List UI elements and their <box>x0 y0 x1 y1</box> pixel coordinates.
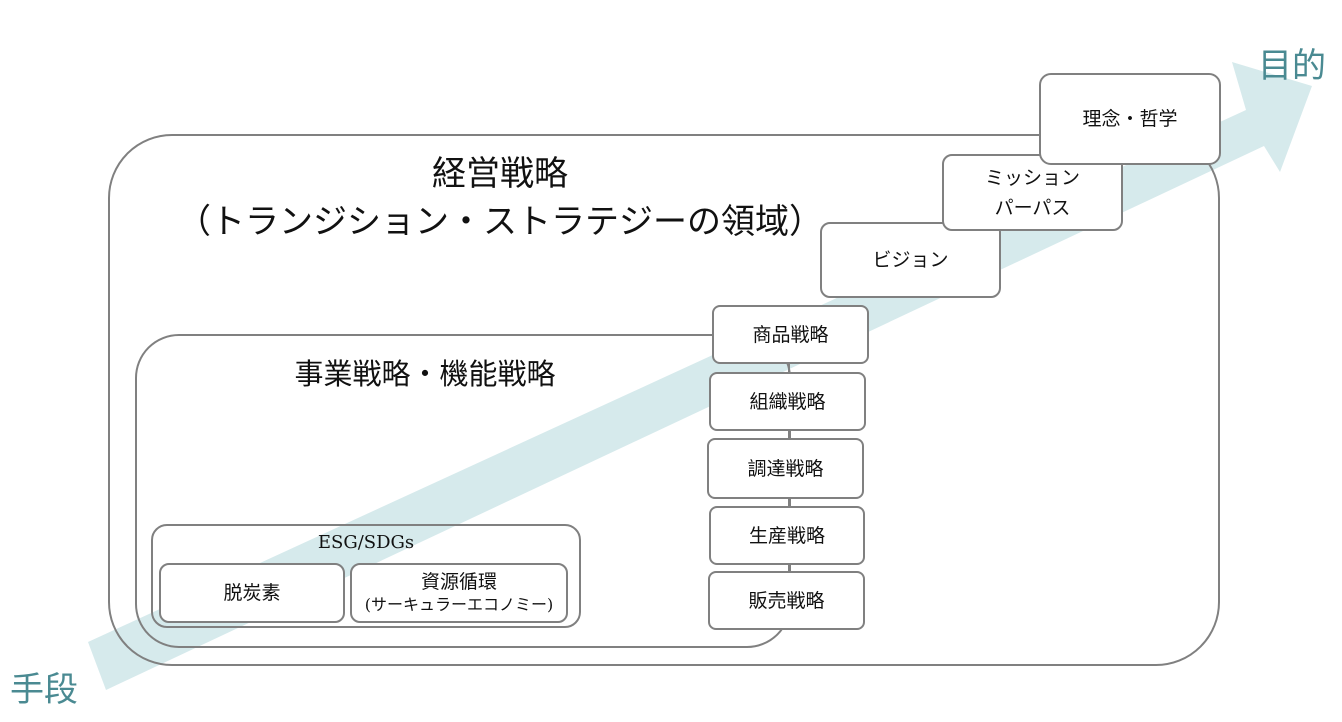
arrow-shape <box>88 62 1312 690</box>
means-label: 手段 <box>10 670 78 710</box>
philosophy-label: 理念・哲学 <box>1082 108 1178 130</box>
functional-strategy-label: 生産戦略 <box>748 524 825 547</box>
ends-label: 目的 <box>1258 46 1326 86</box>
philosophy-box: 理念・哲学 <box>1039 73 1221 165</box>
management-strategy-title-line2: （トランジション・ストラテジーの領域） <box>177 202 823 242</box>
management-strategy-title: 経営戦略 （トランジション・ストラテジーの領域） <box>150 150 850 246</box>
functional-strategy-label: 調達戦略 <box>747 457 824 480</box>
vision-label: ビジョン <box>872 249 949 271</box>
vision-box: ビジョン <box>820 222 1001 298</box>
functional-strategy-label: 販売戦略 <box>748 589 825 612</box>
esg-sdgs-box <box>151 524 581 628</box>
resource-circulation-box: 資源循環 (サーキュラーエコノミー) <box>350 563 568 623</box>
functional-strategy-box-product: 商品戦略 <box>712 305 869 364</box>
functional-strategy-label: 商品戦略 <box>752 323 829 346</box>
functional-strategy-label: 組織戦略 <box>749 390 826 413</box>
purpose-label: パーパス <box>994 196 1071 219</box>
decarbonization-box: 脱炭素 <box>159 563 345 623</box>
functional-strategy-box-production: 生産戦略 <box>709 506 865 565</box>
mission-label: ミッション <box>984 166 1080 189</box>
resource-circulation-label: 資源循環 <box>420 571 497 593</box>
management-strategy-region <box>108 134 1220 666</box>
esg-sdgs-title: ESG/SDGs <box>317 532 415 553</box>
management-strategy-title-line1: 経営戦略 <box>432 154 568 194</box>
functional-strategy-box-sales: 販売戦略 <box>708 571 865 630</box>
circular-economy-label: (サーキュラーエコノミー) <box>364 595 554 614</box>
business-strategy-title: 事業戦略・機能戦略 <box>294 357 556 391</box>
decarbonization-label: 脱炭素 <box>223 582 281 604</box>
functional-strategy-box-procurement: 調達戦略 <box>707 438 864 499</box>
functional-strategy-box-organization: 組織戦略 <box>709 372 866 431</box>
mission-purpose-box: ミッション パーパス <box>942 154 1123 231</box>
